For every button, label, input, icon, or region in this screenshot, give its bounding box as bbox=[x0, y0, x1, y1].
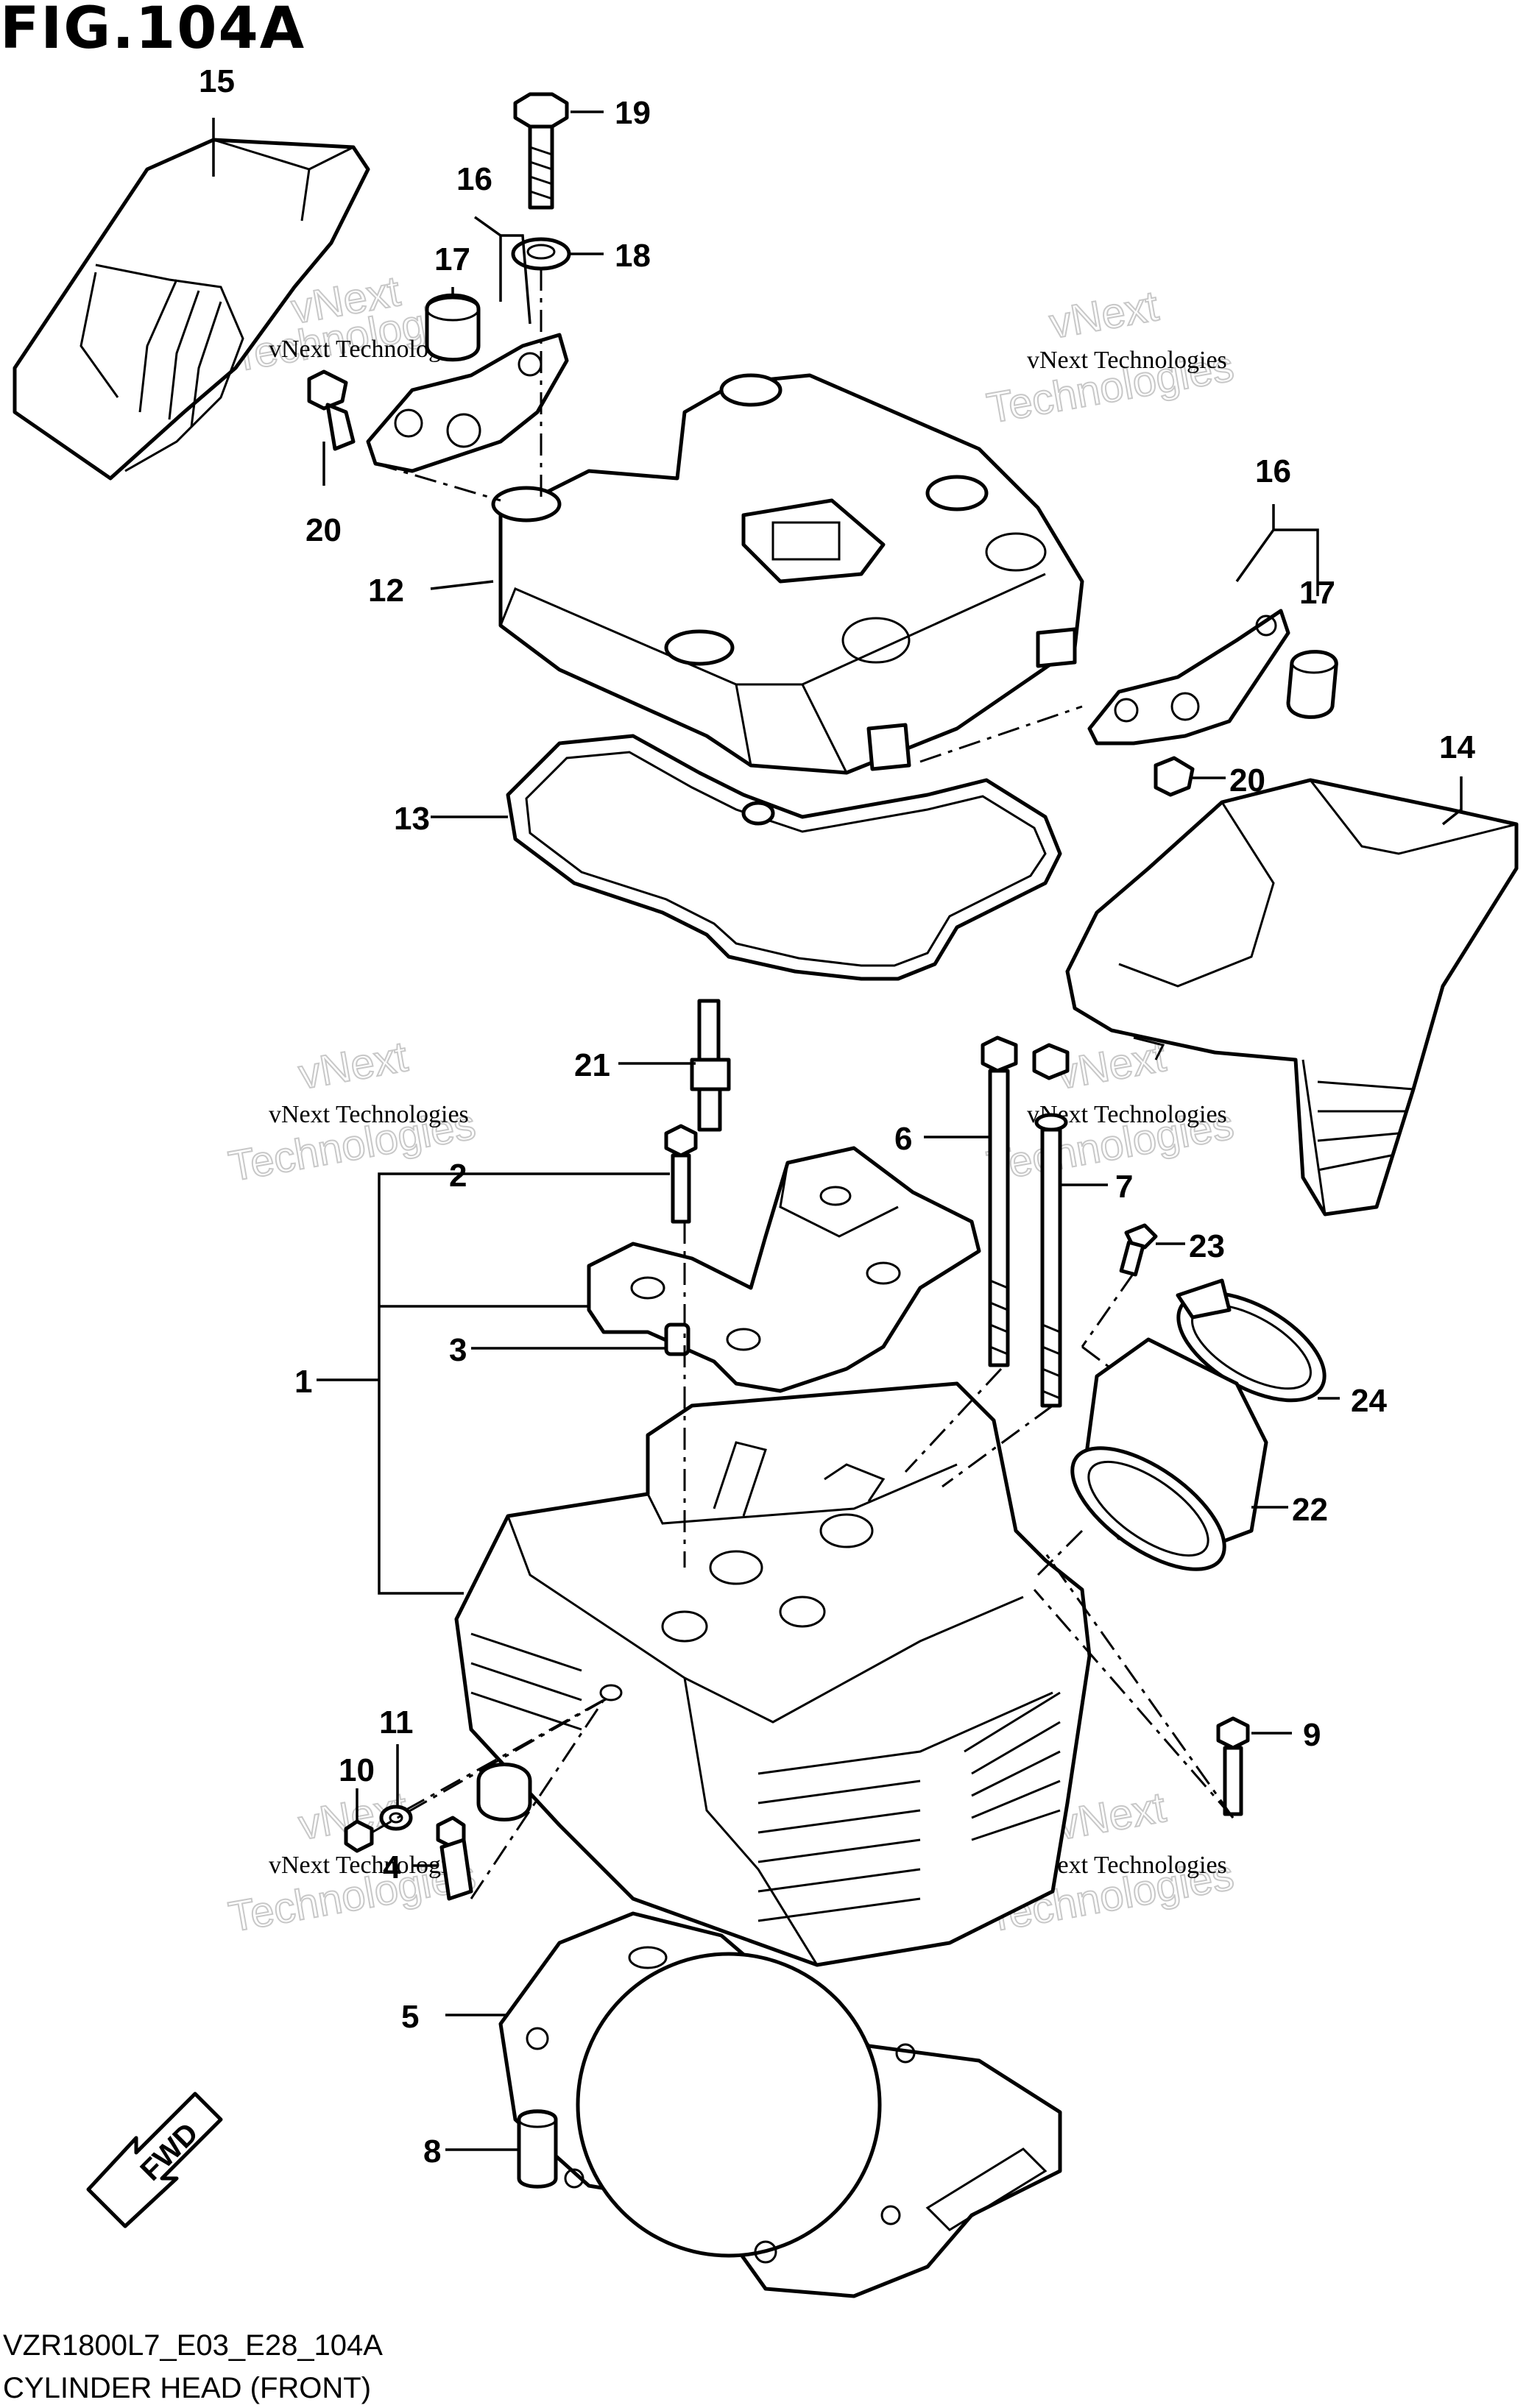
svg-text:vNext Technologies: vNext Technologies bbox=[1027, 347, 1227, 374]
watermark-middle-right: Technologies vNext vNext Technologies bbox=[983, 1032, 1238, 1191]
callout-11: 11 bbox=[379, 1704, 414, 1741]
callout-21: 21 bbox=[574, 1047, 610, 1083]
part-20-bolt-left bbox=[307, 369, 356, 451]
part-6-stud bbox=[981, 1035, 1018, 1367]
part-24-clamp bbox=[1176, 1278, 1327, 1403]
figure-title: FIG.104A bbox=[0, 0, 306, 62]
watermark-bottom-left: Technologies vNext vNext Technologies bbox=[225, 1782, 480, 1942]
part-17-grommet-left bbox=[425, 293, 481, 362]
part-10-plug bbox=[344, 1819, 374, 1853]
part-12-valve-cover bbox=[491, 373, 1084, 775]
callout-10: 10 bbox=[339, 1752, 375, 1788]
callout-12: 12 bbox=[368, 573, 404, 609]
part-7-stud bbox=[1032, 1043, 1070, 1408]
part-19-bolt bbox=[513, 92, 569, 210]
part-16-bracket-left bbox=[366, 333, 569, 473]
part-22-intake-pipe bbox=[1070, 1337, 1268, 1571]
callout-3: 3 bbox=[449, 1332, 467, 1368]
part-14-right-head-cover bbox=[1065, 778, 1519, 1217]
svg-text:vNext: vNext bbox=[295, 1033, 411, 1099]
svg-text:vNext: vNext bbox=[1046, 282, 1162, 348]
callout-20a: 20 bbox=[305, 512, 342, 548]
part-16-bracket-right bbox=[1087, 609, 1290, 746]
part-3-dowel-pin bbox=[664, 1322, 690, 1356]
part-13-valve-cover-gasket bbox=[506, 734, 1062, 981]
part-8-dowel bbox=[517, 2109, 558, 2189]
svg-text:vNext Technologies: vNext Technologies bbox=[269, 1101, 469, 1128]
part-20-bolt-right bbox=[1154, 756, 1195, 797]
watermark-middle-left: Technologies vNext vNext Technologies bbox=[225, 1032, 480, 1191]
figure-name: CYLINDER HEAD (FRONT) bbox=[3, 2372, 372, 2404]
callout-13: 13 bbox=[394, 801, 430, 837]
callout-5: 5 bbox=[401, 1999, 419, 2035]
callout-18: 18 bbox=[615, 238, 651, 274]
callout-20b: 20 bbox=[1229, 762, 1265, 798]
callout-labels: 15 19 16 18 17 20 12 13 16 17 20 14 21 6… bbox=[199, 63, 1475, 2170]
alignment-lines bbox=[371, 269, 1234, 1899]
part-1-cylinder-head bbox=[454, 1381, 1092, 1967]
part-9-bolt bbox=[1216, 1716, 1250, 1816]
part-23-screw bbox=[1119, 1223, 1158, 1277]
callout-22: 22 bbox=[1292, 1492, 1328, 1528]
callout-1: 1 bbox=[294, 1364, 312, 1400]
callout-16b: 16 bbox=[1255, 453, 1291, 489]
callout-8: 8 bbox=[423, 2133, 441, 2170]
rocker-arm-bracket bbox=[587, 1146, 981, 1393]
part-17-grommet-right bbox=[1286, 650, 1338, 719]
callout-16a: 16 bbox=[456, 161, 492, 197]
callout-9: 9 bbox=[1303, 1717, 1321, 1753]
part-18-washer bbox=[511, 237, 571, 271]
part-15-left-head-cover bbox=[13, 138, 370, 481]
leader-lines bbox=[212, 110, 1463, 2151]
callout-24: 24 bbox=[1351, 1383, 1387, 1419]
callout-17b: 17 bbox=[1299, 575, 1335, 611]
callout-7: 7 bbox=[1115, 1169, 1133, 1205]
svg-text:vNext Technologies: vNext Technologies bbox=[269, 1852, 469, 1879]
callout-4: 4 bbox=[383, 1849, 401, 1885]
part-21-spark-plug bbox=[690, 999, 731, 1132]
callout-2: 2 bbox=[449, 1158, 467, 1194]
callout-15: 15 bbox=[199, 63, 235, 99]
callout-6: 6 bbox=[894, 1121, 912, 1157]
callout-17a: 17 bbox=[434, 241, 470, 277]
figure-code: VZR1800L7_E03_E28_104A bbox=[3, 2329, 383, 2362]
part-5-cylinder-head-gasket bbox=[498, 1911, 1062, 2298]
part-2-bolt bbox=[664, 1124, 698, 1224]
callout-23: 23 bbox=[1189, 1228, 1225, 1264]
watermark-top-right: Technologies vNext vNext Technologies bbox=[983, 281, 1238, 433]
fwd-arrow: FWD bbox=[86, 2092, 223, 2228]
svg-text:vNext: vNext bbox=[1053, 1783, 1169, 1849]
callout-19: 19 bbox=[615, 95, 651, 131]
part-4-oil-jet bbox=[436, 1816, 473, 1901]
callout-14: 14 bbox=[1439, 729, 1475, 765]
